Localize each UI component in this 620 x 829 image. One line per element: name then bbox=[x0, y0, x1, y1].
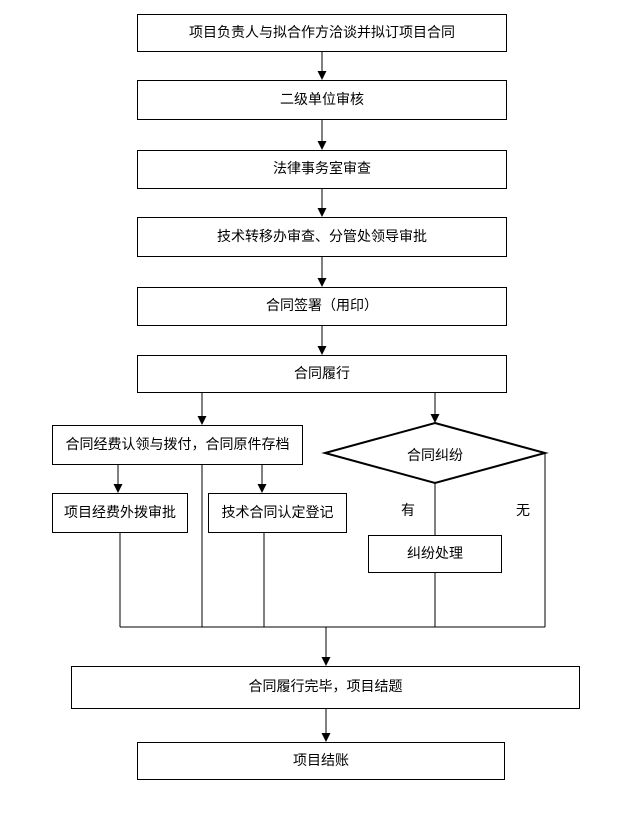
node-tech-contract-register: 技术合同认定登记 bbox=[208, 493, 347, 533]
decision-contract-dispute-label: 合同纠纷 bbox=[407, 448, 463, 464]
node-dispute-handle: 纠纷处理 bbox=[368, 535, 502, 573]
node-negotiate: 项目负责人与拟合作方洽谈并拟订项目合同 bbox=[137, 14, 507, 52]
arrowhead bbox=[321, 657, 331, 666]
node-legal-review: 法律事务室审查 bbox=[137, 150, 507, 189]
arrowhead bbox=[321, 733, 331, 742]
arrowhead bbox=[317, 141, 327, 150]
arrowhead bbox=[113, 484, 123, 493]
node-project-settle: 项目结账 bbox=[137, 742, 505, 780]
node-perform-complete: 合同履行完毕，项目结题 bbox=[71, 666, 580, 709]
arrowhead bbox=[317, 346, 327, 355]
decision-diamond-shape bbox=[321, 421, 549, 485]
arrowhead bbox=[257, 484, 267, 493]
node-funds-approve: 项目经费外拨审批 bbox=[52, 493, 188, 533]
arrowhead bbox=[317, 278, 327, 287]
node-unit-review: 二级单位审核 bbox=[137, 80, 507, 120]
edge-label-yes: 有 bbox=[401, 503, 415, 519]
edge-label-no: 无 bbox=[516, 503, 530, 519]
node-transfer-review: 技术转移办审查、分管处领导审批 bbox=[137, 217, 507, 257]
arrowhead bbox=[317, 208, 327, 217]
node-contract-sign: 合同签署（用印） bbox=[137, 287, 507, 326]
arrowhead bbox=[197, 416, 207, 425]
arrowhead bbox=[430, 414, 440, 423]
node-contract-perform: 合同履行 bbox=[137, 355, 507, 393]
node-funds-claim: 合同经费认领与拨付，合同原件存档 bbox=[52, 425, 303, 465]
arrowhead bbox=[317, 71, 327, 80]
